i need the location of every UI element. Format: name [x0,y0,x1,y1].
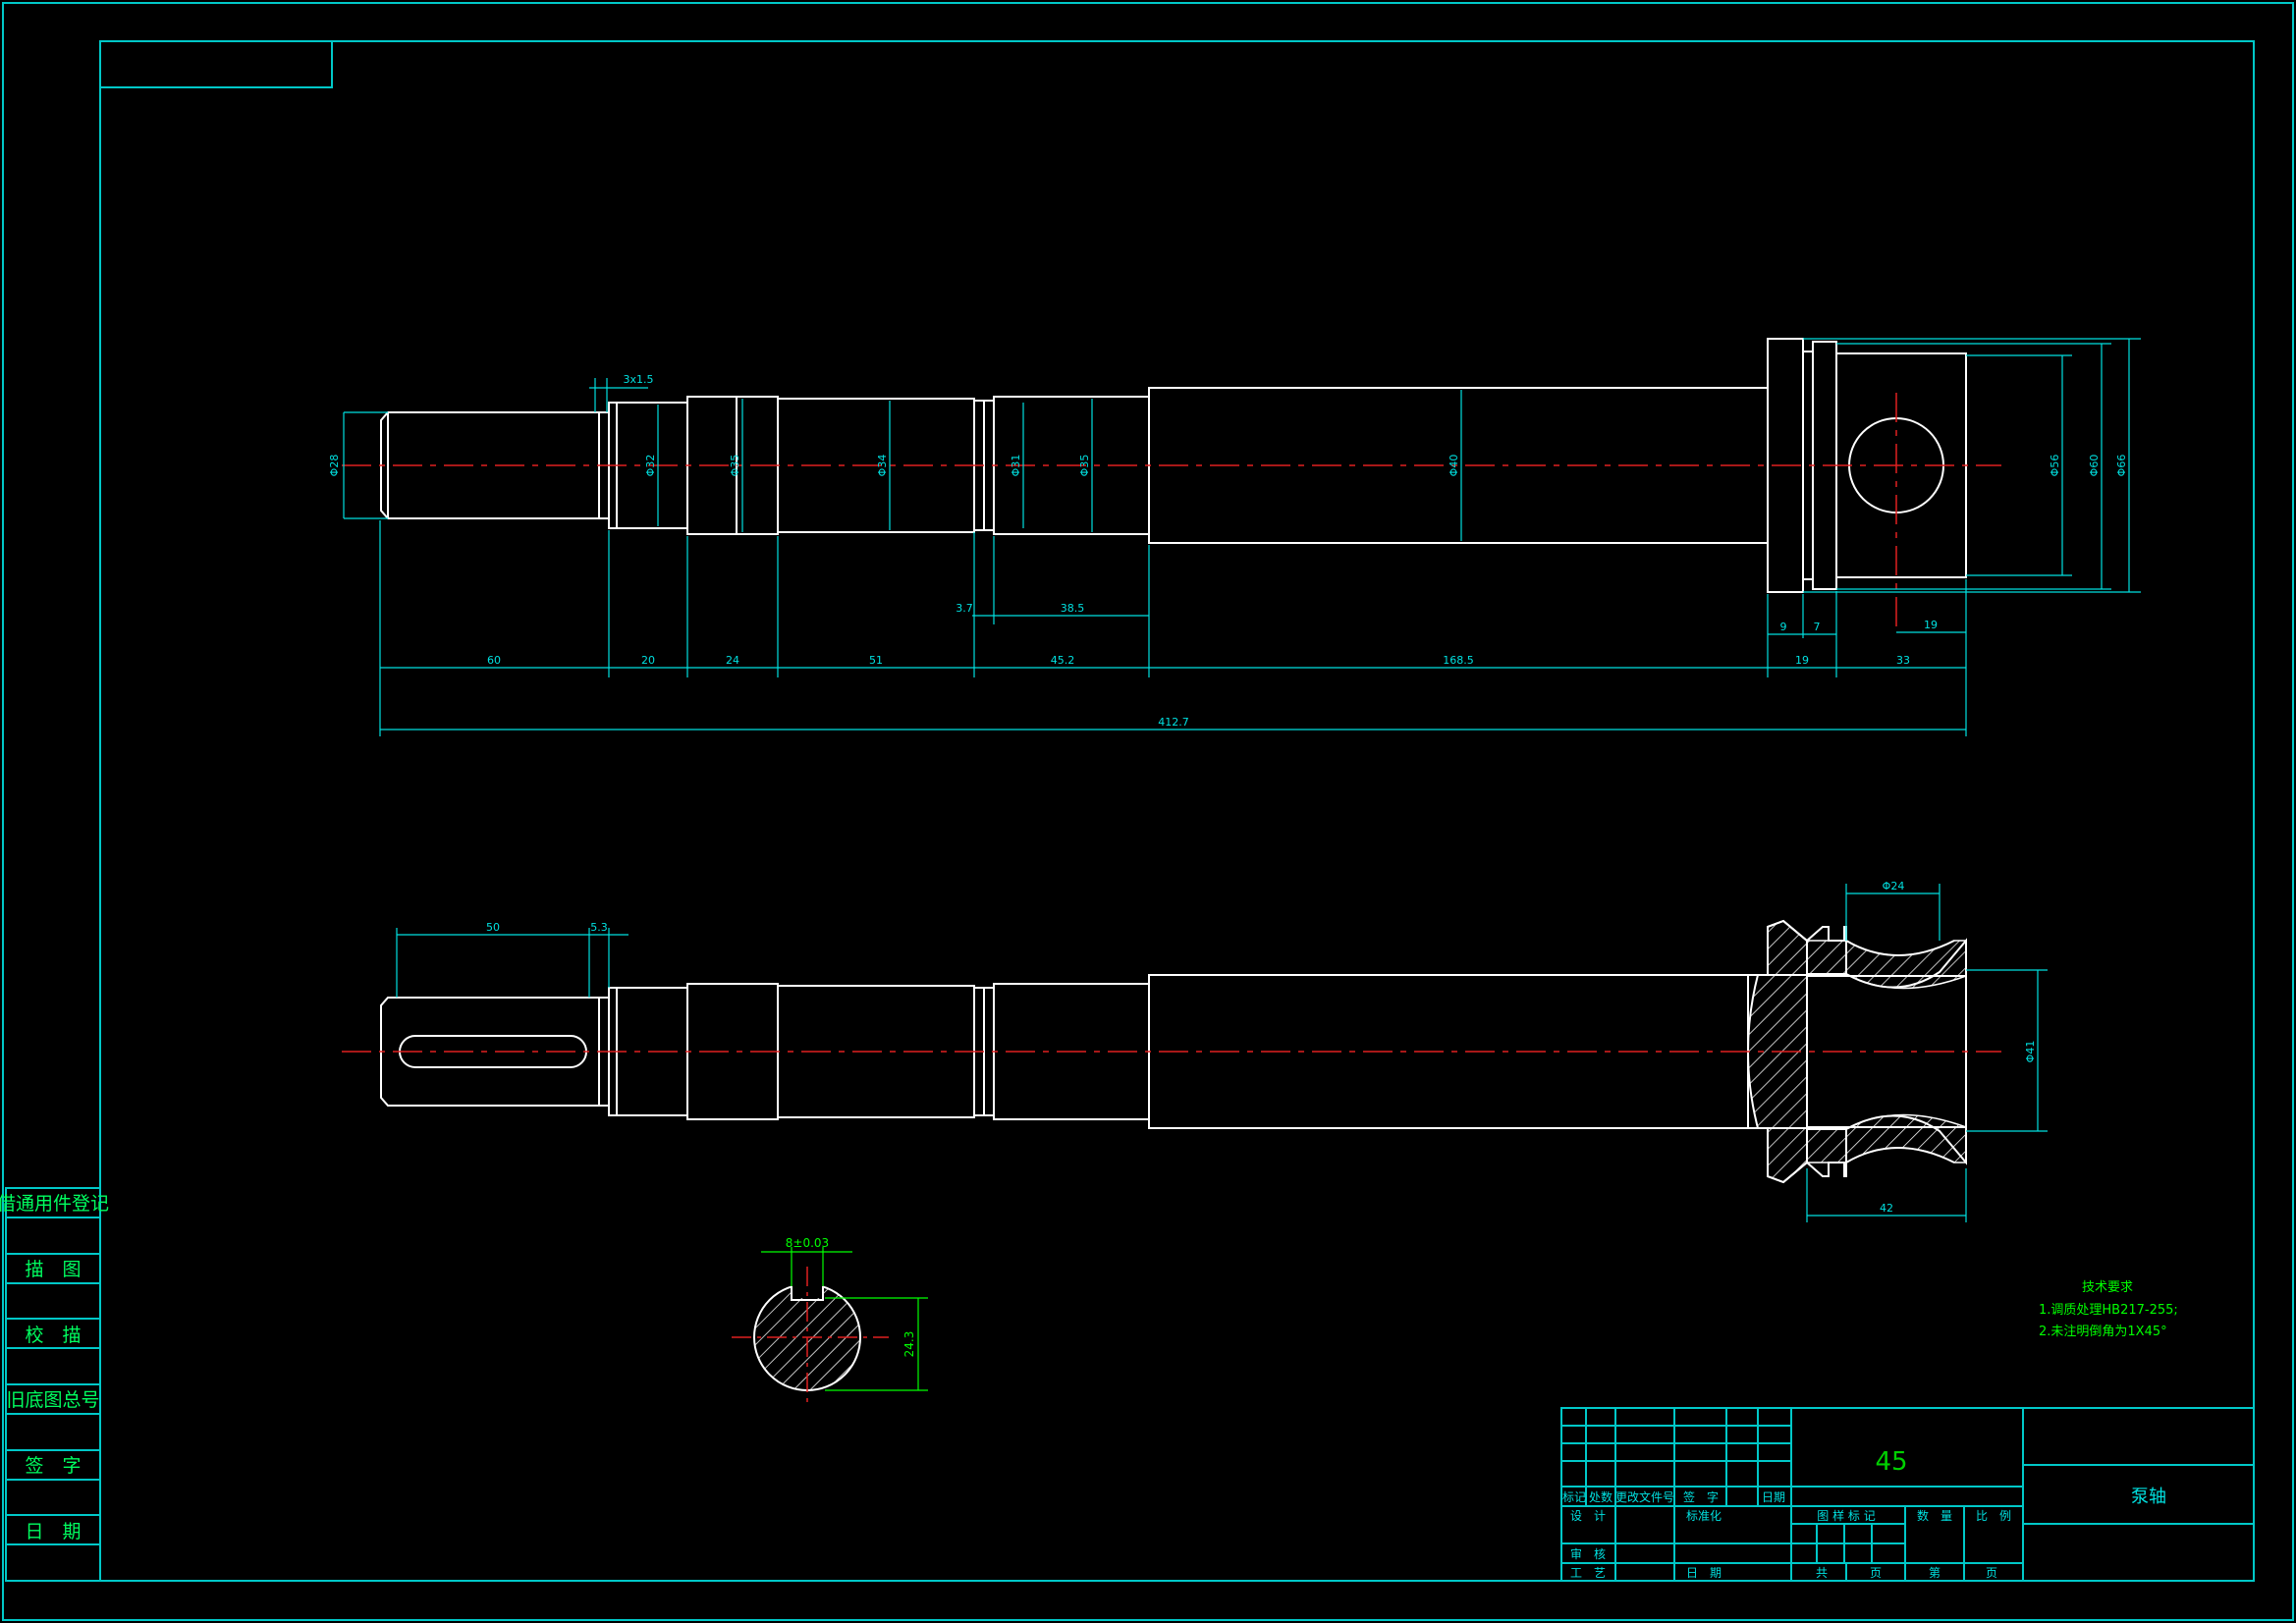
dim-l60: 60 [487,654,501,667]
tb-material: 45 [1875,1447,1907,1477]
dim-l7: 7 [1814,621,1821,633]
left-stamp-table [5,1187,101,1582]
stamp-label-trace: 描 图 [25,1259,81,1280]
front-view-dimensions [343,338,2141,736]
dim-d-end: Φ28 [328,455,341,477]
dim-d60: Φ60 [2088,455,2101,477]
dim-l37: 3.7 [956,602,973,615]
dim-total: 412.7 [1158,716,1189,729]
tb-sheet2: 页 [1986,1566,1997,1580]
tb-date: 日 期 [1686,1566,1722,1580]
dim-d56: Φ56 [2049,455,2061,477]
dim-l24: 24 [726,654,739,667]
tb-designer: 设 计 [1570,1509,1606,1523]
dim-l51: 51 [869,654,883,667]
tb-stage-mark: 图 样 标 记 [1817,1508,1875,1523]
keyway-dimensions [761,1247,928,1391]
dim-l50: 50 [486,921,500,934]
dim-l9: 9 [1780,621,1787,633]
tb-header-sign: 签 字 [1683,1489,1719,1504]
stamp-label-sign: 签 字 [25,1455,81,1477]
dim-d35a: Φ35 [729,455,741,477]
dim-l20: 20 [641,654,655,667]
tb-header-file: 更改文件号 [1615,1489,1674,1504]
tb-quantity: 数 量 [1917,1508,1952,1523]
dim-l19: 19 [1795,654,1809,667]
section-view-dimensions [396,884,2048,1222]
tb-page: 第 [1929,1566,1941,1580]
stamp-label-borrow: 借通用件登记 [0,1193,109,1215]
tb-standardization: 标准化 [1686,1509,1722,1523]
notes-line-2: 2.未注明倒角为1X45° [2039,1325,2167,1339]
tb-header-date: 日期 [1762,1490,1785,1504]
dim-l1685: 168.5 [1443,654,1474,667]
dim-l42: 42 [1880,1202,1893,1215]
dim-d40: Φ40 [1448,455,1460,477]
dim-key-width: 8±0.03 [786,1236,829,1250]
stamp-label-check: 校 描 [25,1325,81,1346]
tb-header-mark: 标记 [1562,1490,1586,1504]
dim-l19b: 19 [1924,619,1938,631]
dim-l385: 38.5 [1061,602,1085,615]
tb-reviewer: 审 核 [1570,1546,1606,1561]
tb-total: 共 [1816,1566,1828,1580]
dim-d66: Φ66 [2115,455,2128,477]
dim-d24: Φ24 [1883,880,1905,893]
dim-d41: Φ41 [2024,1041,2037,1063]
tb-scale: 比 例 [1976,1509,2011,1523]
dim-chamfer: 3x1.5 [623,373,653,386]
stamp-label-old-number: 旧底图总号 [6,1389,99,1411]
tb-part-name: 泵轴 [2131,1487,2166,1507]
title-block [1560,1407,2255,1582]
dim-d31: Φ31 [1010,455,1022,477]
stamp-label-date: 日 期 [25,1521,81,1542]
notes-title: 技术要求 [2082,1280,2133,1295]
keyway-cross-section [732,1267,889,1404]
tb-sheet1: 页 [1870,1566,1882,1580]
notes-line-1: 1.调质处理HB217-255; [2039,1303,2178,1318]
tb-process: 工 艺 [1570,1566,1606,1580]
dim-l53: 5.3 [590,921,608,934]
dim-key-depth: 24.3 [902,1331,916,1358]
dim-d35b: Φ35 [1078,455,1091,477]
dim-d34: Φ34 [876,455,889,477]
dim-l33: 33 [1896,654,1910,667]
tb-header-count: 处数 [1589,1489,1613,1504]
dim-d32: Φ32 [644,455,657,477]
dim-l452: 45.2 [1051,654,1075,667]
